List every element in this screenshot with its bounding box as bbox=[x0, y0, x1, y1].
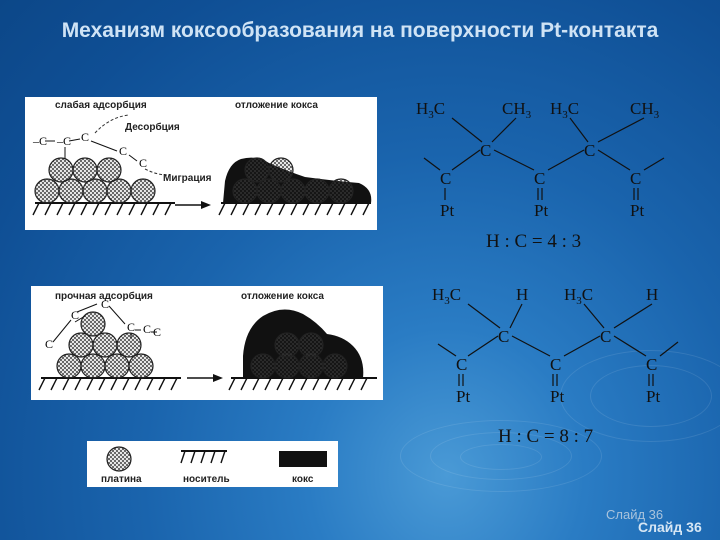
strong-adsorption-panel: прочная адсорбция отложение кокса C C C … bbox=[31, 286, 383, 400]
carbon-atom: C bbox=[456, 355, 467, 374]
weak-right-heading: отложение кокса bbox=[235, 100, 318, 111]
adsorbed-atom: C bbox=[153, 325, 161, 339]
legend-panel: платина носитель кокс bbox=[87, 441, 338, 487]
legend-platinum-label: платина bbox=[101, 474, 142, 485]
platinum-atom: Pt bbox=[630, 201, 644, 220]
adsorbed-atom: C bbox=[127, 320, 135, 334]
carbon-atom: C bbox=[440, 169, 451, 188]
platinum-atom: Pt bbox=[550, 387, 564, 406]
platinum-atom: Pt bbox=[456, 387, 470, 406]
platinum-atom: Pt bbox=[646, 387, 660, 406]
platinum-particles bbox=[34, 157, 156, 204]
platinum-particles bbox=[250, 332, 348, 379]
adsorption-bonds bbox=[52, 303, 157, 343]
structure-bottom: H3C H H3C H C C C C C Pt Pt Pt bbox=[432, 285, 679, 406]
weak-adsorption-diagram: слабая адсорбция отложение кокса –C –C C… bbox=[32, 99, 372, 216]
strong-left-heading: прочная адсорбция bbox=[55, 290, 153, 302]
adsorbed-atom: C bbox=[71, 308, 79, 322]
adsorbed-atom: C bbox=[45, 337, 53, 351]
carbon-atom: C bbox=[480, 141, 491, 160]
carbon-atom: C bbox=[630, 169, 641, 188]
transition-arrow bbox=[187, 374, 223, 382]
chain-atom: C bbox=[119, 144, 127, 158]
ripple-decoration bbox=[400, 420, 602, 492]
hc-ratio-bottom: H : C = 8 : 7 bbox=[498, 426, 594, 447]
platinum-atom: Pt bbox=[440, 201, 454, 220]
chain-atom: C bbox=[81, 130, 89, 144]
platinum-particles bbox=[232, 157, 354, 204]
ripple-decoration bbox=[560, 350, 720, 442]
adsorbed-atom: C bbox=[101, 297, 109, 311]
slide-number: Слайд 36 bbox=[638, 519, 702, 535]
adsorbed-atom: C bbox=[143, 322, 151, 336]
strong-adsorption-diagram: прочная адсорбция отложение кокса C C C … bbox=[38, 290, 377, 391]
carrier-legend-icon bbox=[180, 450, 227, 464]
migration-label: Миграция bbox=[163, 173, 212, 184]
transition-arrow bbox=[175, 201, 211, 209]
methyl-group: H3C bbox=[432, 285, 461, 307]
platinum-legend-icon bbox=[106, 446, 132, 472]
ripple-decoration bbox=[430, 432, 572, 480]
carrier-hatching bbox=[32, 202, 172, 216]
hc-ratio-top: H : C = 4 : 3 bbox=[486, 231, 582, 252]
carrier-hatching bbox=[38, 377, 178, 391]
legend-coke-label: кокс bbox=[292, 474, 314, 485]
weak-adsorption-panel: слабая адсорбция отложение кокса –C –C C… bbox=[25, 97, 377, 230]
carbon-atom: C bbox=[534, 169, 545, 188]
carbon-atom: C bbox=[646, 355, 657, 374]
hydrogen-atom: H bbox=[646, 285, 658, 304]
carrier-hatching bbox=[218, 202, 370, 216]
carbon-atom: C bbox=[498, 327, 509, 346]
strong-right-heading: отложение кокса bbox=[241, 291, 324, 302]
carrier-hatching bbox=[228, 377, 368, 391]
structure-bonds bbox=[423, 117, 665, 200]
carbon-atom: C bbox=[584, 141, 595, 160]
carbon-atom: C bbox=[600, 327, 611, 346]
carbon-atom: C bbox=[550, 355, 561, 374]
legend: платина носитель кокс bbox=[101, 446, 327, 485]
platinum-particles bbox=[56, 311, 154, 379]
methyl-group: CH3 bbox=[630, 99, 660, 121]
migration-arrow bbox=[144, 168, 168, 176]
slide-title: Механизм коксообразования на поверхности… bbox=[61, 19, 659, 42]
methyl-group: H3C bbox=[550, 99, 579, 121]
chain-atom: C bbox=[139, 156, 147, 170]
structure-top: H3C CH3 H3C CH3 C C C C C Pt Pt Pt bbox=[416, 99, 665, 220]
methyl-group: CH3 bbox=[502, 99, 532, 121]
chain-atom: –C bbox=[32, 134, 47, 148]
methyl-group: H3C bbox=[416, 99, 445, 121]
structure-bonds bbox=[437, 303, 679, 386]
desorption-label: Десорбция bbox=[125, 121, 180, 133]
ripple-decoration bbox=[590, 365, 712, 427]
slide-number-shadow: Слайд 36 bbox=[606, 507, 664, 522]
hydrogen-atom: H bbox=[516, 285, 528, 304]
ripple-decoration bbox=[460, 444, 542, 470]
chain-bonds bbox=[45, 138, 138, 162]
platinum-atom: Pt bbox=[534, 201, 548, 220]
methyl-group: H3C bbox=[564, 285, 593, 307]
coke-legend-icon bbox=[279, 451, 327, 467]
weak-left-heading: слабая адсорбция bbox=[55, 99, 147, 111]
legend-carrier-label: носитель bbox=[183, 474, 230, 485]
chain-atom: –C bbox=[56, 134, 71, 148]
desorption-arrow bbox=[94, 114, 130, 134]
